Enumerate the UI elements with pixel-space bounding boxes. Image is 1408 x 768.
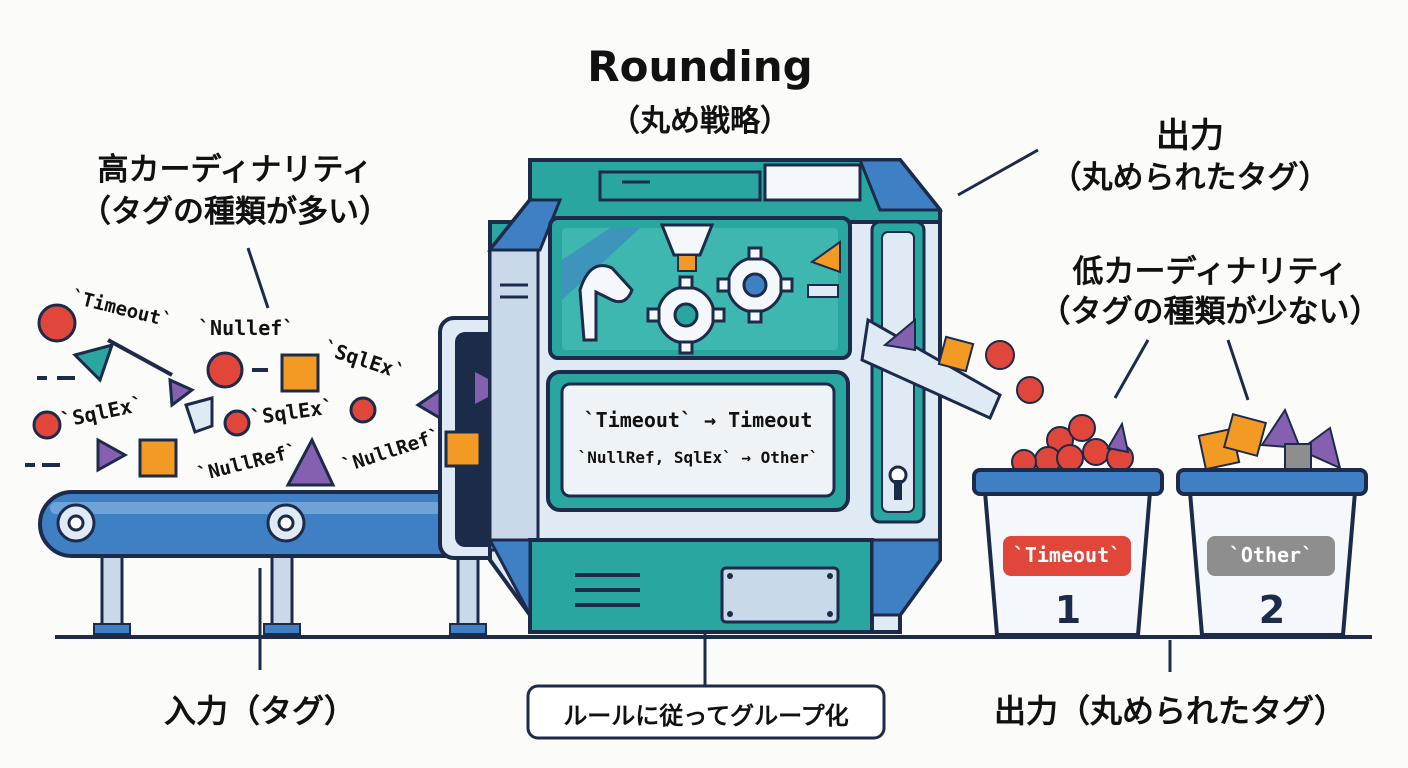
leader-low-card-1 [1113, 339, 1150, 399]
leader-input-top [246, 247, 270, 309]
rule-line-1: `Timeout` → Timeout [583, 408, 813, 432]
gear-icon [716, 246, 794, 324]
high-cardinality-label: 高カーディナリティ [97, 152, 373, 188]
bin-other [1176, 407, 1368, 637]
tag-label: `Nullef` [198, 316, 295, 340]
output-bottom-label: 出力（丸められたタグ） [993, 692, 1346, 730]
page-title: Rounding [587, 42, 813, 91]
input-shapes [32, 303, 482, 487]
output-top-label: 出力 [1156, 116, 1224, 156]
high-cardinality-sub: （タグの種類が多い） [80, 194, 390, 230]
leader-output-top [957, 148, 1039, 197]
leader-low-card-2 [1226, 339, 1250, 401]
bin-tag-timeout: `Timeout` [1012, 543, 1122, 567]
rule-line-2: `NullRef, SqlEx` → Other` [577, 448, 819, 467]
low-cardinality-sub: （タグの種類が少ない） [1039, 294, 1381, 330]
rule-box [526, 684, 886, 740]
bin-number-2: 2 [1258, 588, 1286, 632]
rule-bottom-label: ルールに従ってグループ化 [563, 702, 849, 730]
bin-number-1: 1 [1054, 588, 1082, 632]
gear-icon [646, 275, 726, 355]
output-top-sub: （丸められたタグ） [1050, 160, 1330, 196]
page-subtitle: （丸め戦略） [610, 104, 790, 139]
input-bottom-label: 入力（タグ） [163, 692, 356, 730]
bin-timeout [972, 414, 1164, 637]
rounding-machine [438, 158, 1002, 634]
bin-tag-other: `Other` [1228, 543, 1314, 567]
low-cardinality-label: 低カーディナリティ [1072, 254, 1348, 290]
